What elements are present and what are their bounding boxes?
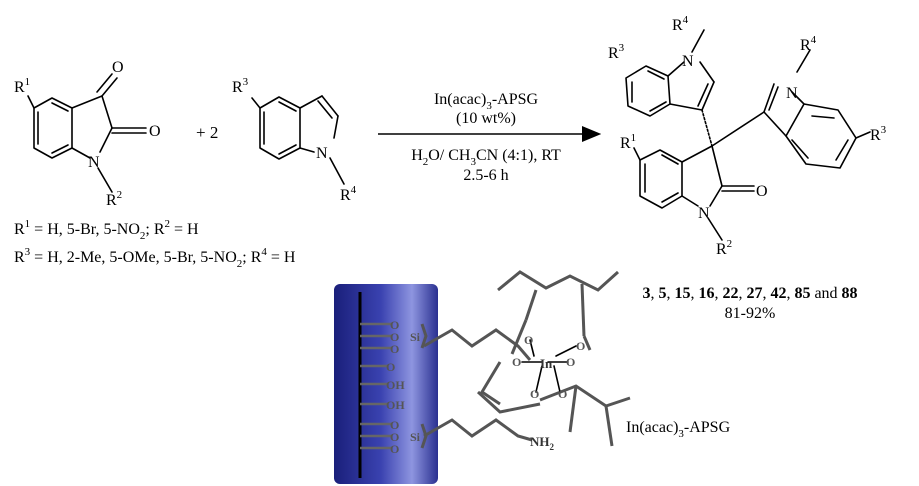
condition-time: 2.5-6 h (463, 167, 508, 184)
product-structure (625, 29, 871, 241)
substituent-line-2: R3 = H, 2-Me, 5-OMe, 5-Br, 5-NO2; R4 = H (14, 246, 296, 270)
condition-solvent: H2O/ CH3CN (4:1), RT (411, 147, 561, 168)
catalyst-ligand-oxygens: O O O O O O (512, 333, 585, 401)
svg-text:O: O (390, 342, 399, 356)
svg-text:O: O (390, 430, 399, 444)
indole-r4-label: R4 (340, 184, 357, 204)
product-r2-label: R2 (716, 238, 732, 258)
svg-text:O: O (390, 442, 399, 456)
indole-r3-label: R3 (232, 76, 249, 96)
catalyst-label: In(acac)3-APSG (626, 419, 731, 440)
svg-text:OH: OH (386, 378, 405, 392)
product-r4-top-label: R4 (672, 14, 689, 34)
svg-text:O: O (576, 339, 585, 353)
catalyst-metal: In (540, 356, 553, 371)
svg-text:O: O (524, 333, 533, 347)
product-r3-left-label: R3 (608, 42, 625, 62)
svg-text:O: O (386, 360, 395, 374)
yield-label: 81-92% (725, 305, 776, 322)
isatin-o2-label: O (149, 123, 161, 140)
product-r4-right-label: R4 (800, 34, 817, 54)
svg-text:O: O (390, 318, 399, 332)
svg-text:OH: OH (386, 398, 405, 412)
product-r1-label: R1 (620, 132, 636, 152)
catalyst-nh2: NH2 (530, 434, 555, 452)
indole-reactant (251, 95, 345, 185)
svg-text:O: O (558, 387, 567, 401)
product-n-label: N (698, 205, 710, 222)
catalyst-si-1: Si (410, 330, 421, 344)
isatin-r2-label: R2 (106, 189, 122, 209)
indole-n-label: N (316, 145, 328, 162)
product-n-top-label: N (682, 53, 694, 70)
isatin-o1-label: O (112, 59, 124, 76)
substituent-line-1: R1 = H, 5-Br, 5-NO2; R2 = H (14, 218, 199, 242)
svg-text:O: O (566, 355, 575, 369)
product-n-right-label: N (786, 85, 798, 102)
condition-catalyst: In(acac)3-APSG (434, 91, 539, 112)
catalyst-surface-atoms: O O O O OH OH O O O (386, 318, 405, 456)
product-o-label: O (756, 183, 768, 200)
product-r3-right-label: R3 (870, 124, 887, 144)
catalyst-si-2: Si (410, 430, 421, 444)
plus-two-label: + 2 (196, 123, 218, 142)
catalyst-structure (334, 270, 631, 484)
svg-text:O: O (390, 418, 399, 432)
svg-text:O: O (390, 330, 399, 344)
svg-text:O: O (512, 355, 521, 369)
isatin-n-label: N (88, 154, 100, 171)
compound-list: 3, 5, 15, 16, 22, 27, 42, 85 and 88 (642, 285, 857, 302)
condition-loading: (10 wt%) (456, 110, 516, 127)
isatin-reactant (27, 73, 147, 193)
isatin-r1-label: R1 (14, 76, 30, 96)
svg-text:O: O (530, 387, 539, 401)
